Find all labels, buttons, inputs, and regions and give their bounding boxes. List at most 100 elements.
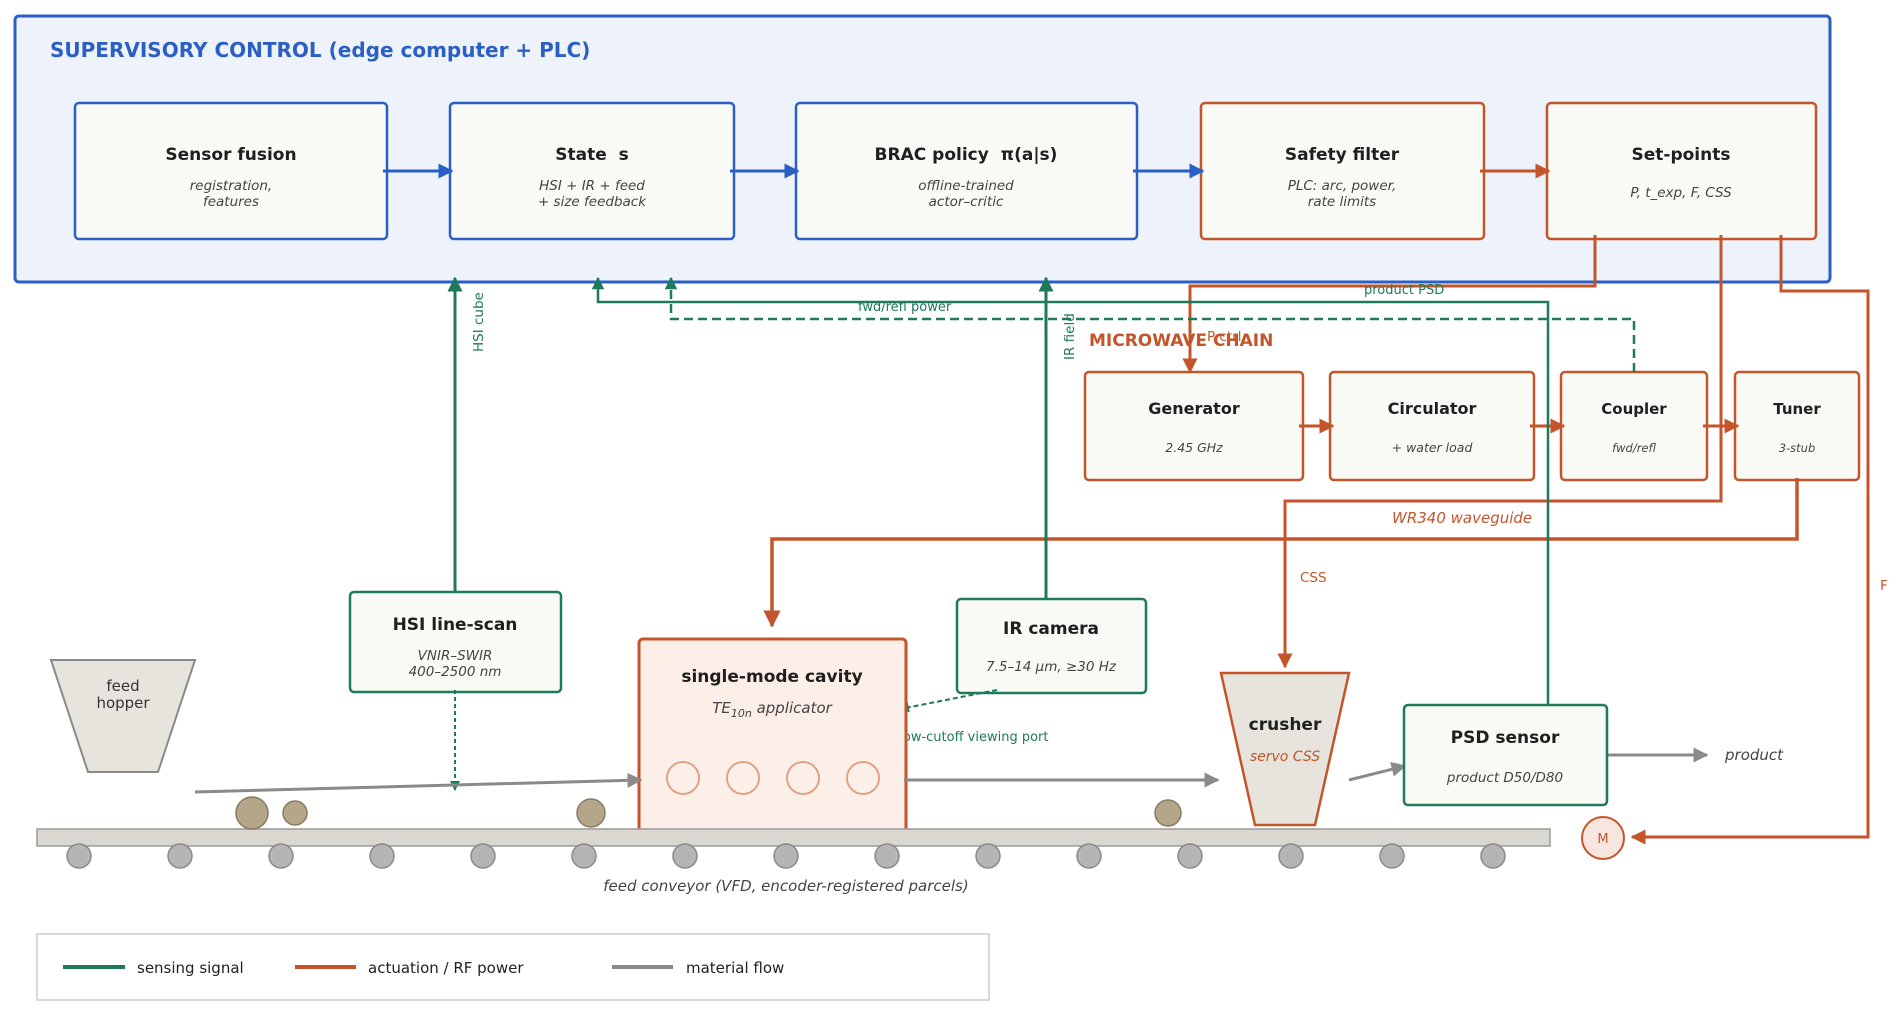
ore-particles xyxy=(235,796,1182,830)
generator-box: Generator 2.45 GHz xyxy=(1083,370,1305,482)
fwd-refl-power-label: fwd/refl power xyxy=(858,300,952,315)
legend-label-actuation: actuation / RF power xyxy=(368,959,524,977)
cavity-node xyxy=(666,761,700,795)
crusher: crusher servo CSS xyxy=(1219,671,1351,827)
cavity-sub-post: applicator xyxy=(752,699,833,717)
waveguide-line xyxy=(763,478,1799,628)
conveyor-roller xyxy=(369,843,395,869)
safety-filter-title: Safety filter xyxy=(1285,145,1400,165)
setpoints-sub1: P, t_exp, F, CSS xyxy=(1630,185,1732,201)
coupler-box: Coupler fwd/refl xyxy=(1559,370,1709,482)
state-sub1: HSI + IR + feed xyxy=(539,178,645,194)
legend-frame xyxy=(36,933,990,1001)
tuner-sub: 3-stub xyxy=(1779,441,1816,455)
conveyor-motor: M xyxy=(1581,816,1625,860)
legend: sensing signal actuation / RF power mate… xyxy=(36,933,990,1001)
conveyor-roller xyxy=(672,843,698,869)
ore-particle xyxy=(1154,799,1182,827)
psd-sensor-sub: product D50/D80 xyxy=(1446,770,1563,786)
cavity-sub: TE10n applicator xyxy=(712,699,832,720)
cavity-node xyxy=(726,761,760,795)
conveyor-belt xyxy=(36,828,1551,847)
cavity-node xyxy=(846,761,880,795)
product-label: product xyxy=(1724,746,1784,764)
brac-policy-title: BRAC policy π(a|s) xyxy=(875,145,1058,165)
waveguide-label: WR340 waveguide xyxy=(1392,509,1532,527)
conveyor-roller xyxy=(773,843,799,869)
conveyor-label: feed conveyor (VFD, encoder-registered p… xyxy=(603,877,968,895)
p-ctrl-line xyxy=(1182,235,1597,374)
css-line xyxy=(1277,235,1723,669)
ore-particle xyxy=(235,796,269,830)
conveyor-roller xyxy=(268,843,294,869)
microwave-chain-title: MICROWAVE CHAIN xyxy=(1089,331,1273,351)
conveyor-roller xyxy=(975,843,1001,869)
p-ctrl-label: P ctrl xyxy=(1207,329,1241,345)
flow-to-cavity xyxy=(194,772,643,794)
state-title: State s xyxy=(555,145,628,165)
conveyor-roller xyxy=(1076,843,1102,869)
hsi-linescan-box: HSI line-scan VNIR–SWIR 400–2500 nm xyxy=(348,590,563,694)
hsi-title: HSI line-scan xyxy=(393,615,518,635)
f-label: F xyxy=(1880,578,1888,594)
supervisory-title: SUPERVISORY CONTROL (edge computer + PLC… xyxy=(50,38,590,62)
hsi-cube-label: HSI cube xyxy=(471,292,487,352)
product-psd-label: product PSD xyxy=(1364,283,1444,298)
conveyor-roller xyxy=(1177,843,1203,869)
ir-field-label: IR field xyxy=(1062,313,1078,360)
generator-sub: 2.45 GHz xyxy=(1165,440,1223,455)
crusher-title: crusher xyxy=(1249,715,1322,735)
conveyor-roller xyxy=(1278,843,1304,869)
legend-label-sensing: sensing signal xyxy=(137,959,244,977)
sensor-fusion-title: Sensor fusion xyxy=(165,145,296,165)
ir-camera-title: IR camera xyxy=(1003,619,1099,639)
coupler-sub: fwd/refl xyxy=(1612,441,1656,455)
css-label: CSS xyxy=(1300,570,1327,586)
setpoints-box: Set-points P, t_exp, F, CSS xyxy=(1545,101,1818,241)
below-cutoff-label: below-cutoff viewing port xyxy=(883,730,1048,745)
brac-policy-box: BRAC policy π(a|s) offline-trained actor… xyxy=(794,101,1139,241)
tuner-title: Tuner xyxy=(1773,400,1821,418)
conveyor-roller xyxy=(66,843,92,869)
conveyor-roller xyxy=(1379,843,1405,869)
f-line xyxy=(1630,235,1870,845)
brac-policy-sub1: offline-trained xyxy=(918,178,1014,194)
motor-label: M xyxy=(1597,832,1608,847)
flow-to-psd xyxy=(1348,761,1407,782)
product-psd-line xyxy=(591,276,1550,707)
hopper-line2: hopper xyxy=(96,694,150,712)
feed-hopper: feed hopper xyxy=(49,659,197,773)
state-sub2: + size feedback xyxy=(538,194,647,210)
cavity-title: single-mode cavity xyxy=(681,667,862,687)
ore-particle xyxy=(576,798,606,828)
cavity-sub-pre: TE xyxy=(712,699,731,717)
conveyor-roller xyxy=(470,843,496,869)
conveyor-roller xyxy=(571,843,597,869)
safety-filter-box: Safety filter PLC: arc, power, rate limi… xyxy=(1199,101,1486,241)
psd-sensor-title: PSD sensor xyxy=(1451,728,1560,748)
safety-filter-sub2: rate limits xyxy=(1308,194,1376,210)
cavity-sub-subscript: 10n xyxy=(731,707,752,720)
cavity-box: single-mode cavity TE10n applicator xyxy=(637,637,908,834)
hsi-sub1: VNIR–SWIR xyxy=(418,648,493,664)
setpoints-title: Set-points xyxy=(1632,145,1731,165)
crusher-sub: servo CSS xyxy=(1250,749,1320,765)
legend-label-material: material flow xyxy=(686,959,784,977)
ore-particle xyxy=(282,800,308,826)
generator-title: Generator xyxy=(1148,399,1240,418)
ir-camera-box: IR camera 7.5–14 µm, ≥30 Hz xyxy=(955,597,1148,695)
tuner-box: Tuner 3-stub xyxy=(1733,370,1861,482)
conveyor-roller xyxy=(874,843,900,869)
ir-camera-sub: 7.5–14 µm, ≥30 Hz xyxy=(986,659,1117,675)
state-box: State s HSI + IR + feed + size feedback xyxy=(448,101,736,241)
conveyor-rollers xyxy=(66,843,1506,869)
hsi-sub2: 400–2500 nm xyxy=(409,664,502,680)
hopper-line1: feed xyxy=(106,677,139,695)
cavity-node xyxy=(786,761,820,795)
fwd-refl-power-line xyxy=(664,276,1636,372)
psd-sensor-box: PSD sensor product D50/D80 xyxy=(1402,703,1609,807)
sensor-fusion-sub2: features xyxy=(203,194,259,210)
brac-policy-sub2: actor–critic xyxy=(929,194,1004,210)
circulator-sub: + water load xyxy=(1392,440,1473,455)
